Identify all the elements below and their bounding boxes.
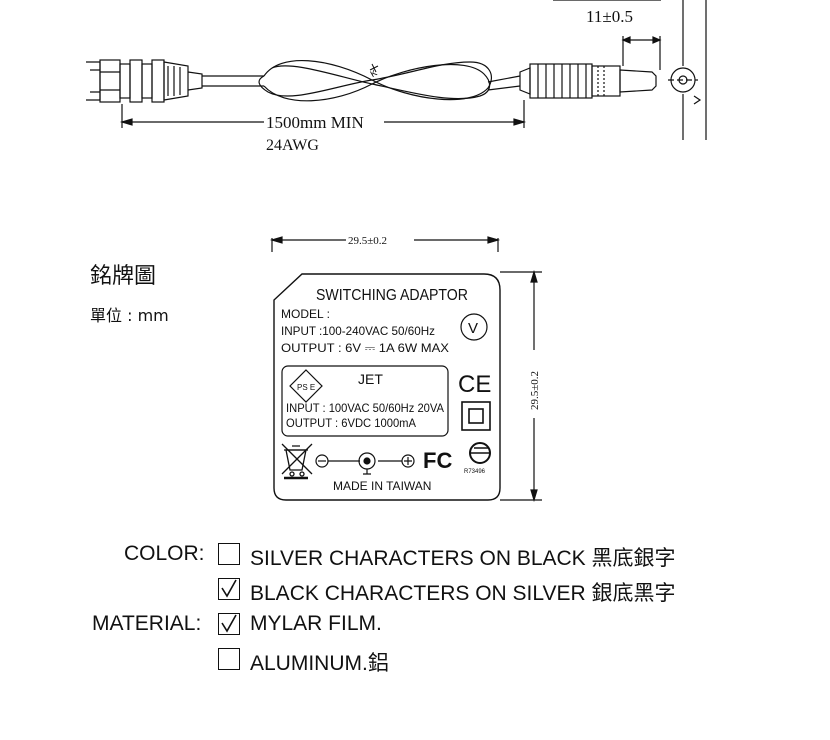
double-insulation-icon: [461, 401, 491, 431]
jet-label: JET: [358, 371, 383, 387]
unit-label: 單位 : mm: [90, 306, 169, 325]
cable-gauge-label: 24AWG: [266, 137, 319, 154]
plug-dim-label: 11±0.5: [586, 7, 633, 26]
nameplate-title: 銘牌圖: [90, 264, 157, 289]
cert-number: R73496: [464, 469, 486, 475]
jet-input: INPUT : 100VAC 50/60Hz 20VA: [286, 401, 444, 415]
check-mark-icon: [221, 579, 237, 598]
checkbox-silver-on-black[interactable]: [218, 543, 240, 565]
plug-dimension: [553, 0, 662, 70]
option-mylar: MYLAR FILM.: [250, 612, 382, 635]
color-label: COLOR:: [124, 542, 205, 565]
plug-end-view: [668, 0, 707, 140]
cable-wire: [202, 60, 521, 102]
option-silver-on-black: SILVER CHARACTERS ON BLACK 黑底銀字: [250, 547, 676, 570]
checkbox-aluminum[interactable]: [218, 648, 240, 670]
jet-output: OUTPUT : 6VDC 1000mA: [286, 416, 416, 430]
ce-mark-label: CE: [458, 371, 491, 398]
plate-input: INPUT :100-240VAC 50/60Hz: [281, 324, 435, 338]
nameplate-drawing: [269, 236, 542, 503]
pse-label: PS E: [297, 383, 315, 392]
v-mark-label: V: [468, 320, 478, 337]
fcc-mark-label: FC: [423, 448, 452, 473]
plate-model: MODEL :: [281, 307, 330, 321]
jet-box: [281, 365, 449, 437]
polarity-icon: [315, 452, 415, 475]
weee-bin-icon: [281, 443, 313, 480]
strain-mark-label: K: [369, 68, 379, 80]
left-connector: [86, 59, 203, 103]
plate-heading: SWITCHING ADAPTOR: [316, 287, 468, 304]
pse-diamond: [289, 369, 323, 403]
length-dimension: [119, 100, 527, 128]
check-mark-icon: [221, 614, 237, 633]
checkbox-black-on-silver[interactable]: [218, 578, 240, 600]
height-dim-label: 29.5±0.2: [529, 371, 541, 410]
option-aluminum: ALUMINUM.鋁: [250, 652, 389, 675]
cert-mark-icon: [469, 442, 491, 464]
nameplate-outline: [273, 273, 501, 501]
checkbox-mylar[interactable]: [218, 613, 240, 635]
right-dc-plug: [519, 63, 657, 99]
option-black-on-silver: BLACK CHARACTERS ON SILVER 銀底黑字: [250, 582, 676, 605]
plate-output: OUTPUT : 6V ⎓ 1A 6W MAX: [281, 341, 449, 355]
v-mark-circle: [460, 313, 488, 341]
made-in-label: MADE IN TAIWAN: [333, 479, 431, 493]
cable-assembly: [86, 0, 707, 140]
width-dim-label: 29.5±0.2: [348, 235, 387, 247]
material-label: MATERIAL:: [92, 612, 202, 635]
cable-length-label: 1500mm MIN: [266, 113, 364, 132]
